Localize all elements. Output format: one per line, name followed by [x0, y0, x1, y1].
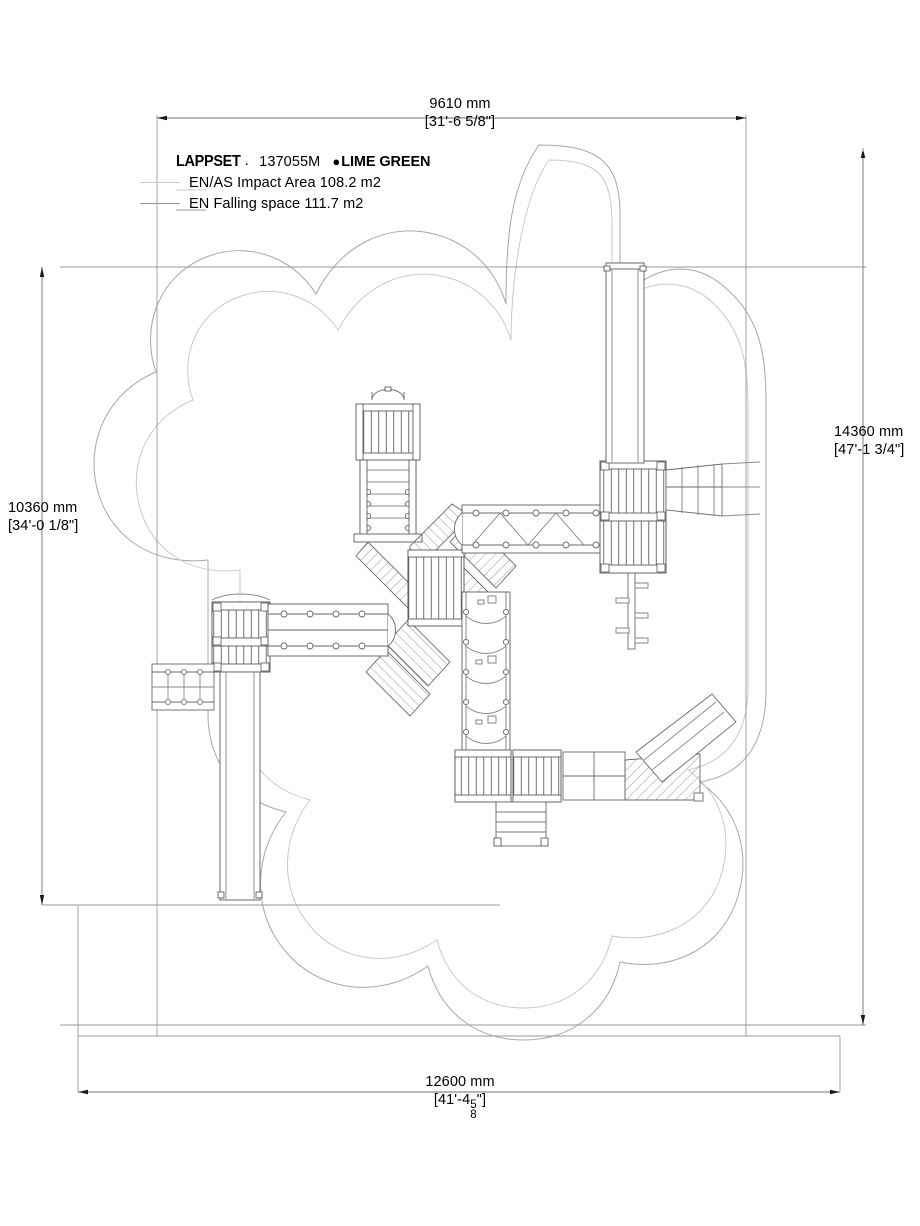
west-climb-panel	[151, 663, 215, 711]
dimension-right-imperial: [47'-1 3/4"]	[834, 441, 905, 458]
impact-area-label: EN/AS Impact Area 108.2 m2	[189, 174, 381, 191]
slide-chute-south	[217, 671, 263, 901]
color-name: LIME GREEN	[341, 154, 431, 170]
dimension-right: 14360 mm [47'-1 3/4"]	[834, 424, 904, 459]
impact-area-outline	[135, 159, 749, 1009]
color-bullet-icon: ●	[332, 154, 341, 169]
impact-area-swatch-icon	[140, 182, 180, 183]
legend-row-impact-area: EN/AS Impact Area 108.2 m2	[140, 172, 430, 193]
dimension-bottom-imperial-prefix: [41'-4	[433, 1091, 471, 1108]
truss-bridge-upper	[454, 504, 612, 554]
dimension-lines	[39, 115, 866, 1095]
east-tower	[599, 262, 761, 650]
slide-southeast	[624, 693, 737, 802]
dimension-bottom-imperial-suffix: "]	[476, 1091, 487, 1108]
legend-block: LAPPSET. 137055M ● LIME GREEN EN/AS Impa…	[140, 152, 431, 214]
dimension-right-metric: 14360 mm	[834, 424, 904, 440]
dimension-top: 9610 mm [31'-6 5/8"]	[0, 96, 920, 131]
dimension-left-imperial: [34'-0 1/8"]	[8, 517, 79, 534]
top-climber-unit	[353, 386, 423, 543]
dimension-top-imperial: [31'-6 5/8"]	[424, 113, 496, 130]
brand-name: LAPPSET	[176, 153, 241, 170]
stair-south	[493, 801, 549, 847]
legend-row-falling-space: EN Falling space 111.7 m2	[140, 193, 430, 214]
product-code: 137055M	[259, 154, 321, 170]
falling-space-outline	[93, 144, 767, 1041]
fraction-numerator: 5	[470, 1099, 477, 1112]
dimension-bottom-metric: 12600 mm	[425, 1074, 495, 1090]
west-tower	[151, 593, 271, 901]
overhead-climber-east	[665, 461, 761, 517]
legend-title-row: LAPPSET. 137055M ● LIME GREEN	[176, 152, 431, 172]
brand-dot: .	[245, 156, 249, 168]
south-climb-ladder	[461, 591, 511, 751]
dimension-left-metric: 10360 mm	[8, 500, 78, 516]
stepper-post	[615, 572, 649, 650]
slide-chute-north	[603, 262, 647, 464]
falling-space-label: EN Falling space 111.7 m2	[189, 195, 364, 212]
dimension-top-metric: 9610 mm	[429, 96, 491, 112]
south-platforms	[454, 693, 737, 847]
dimension-left: 10360 mm [34'-0 1/8"]	[8, 500, 78, 535]
falling-space-swatch-icon	[140, 203, 180, 204]
bridge-west	[267, 603, 396, 657]
fraction-denominator: 8	[470, 1108, 477, 1121]
play-structure	[151, 262, 761, 901]
center-platform	[407, 549, 465, 627]
